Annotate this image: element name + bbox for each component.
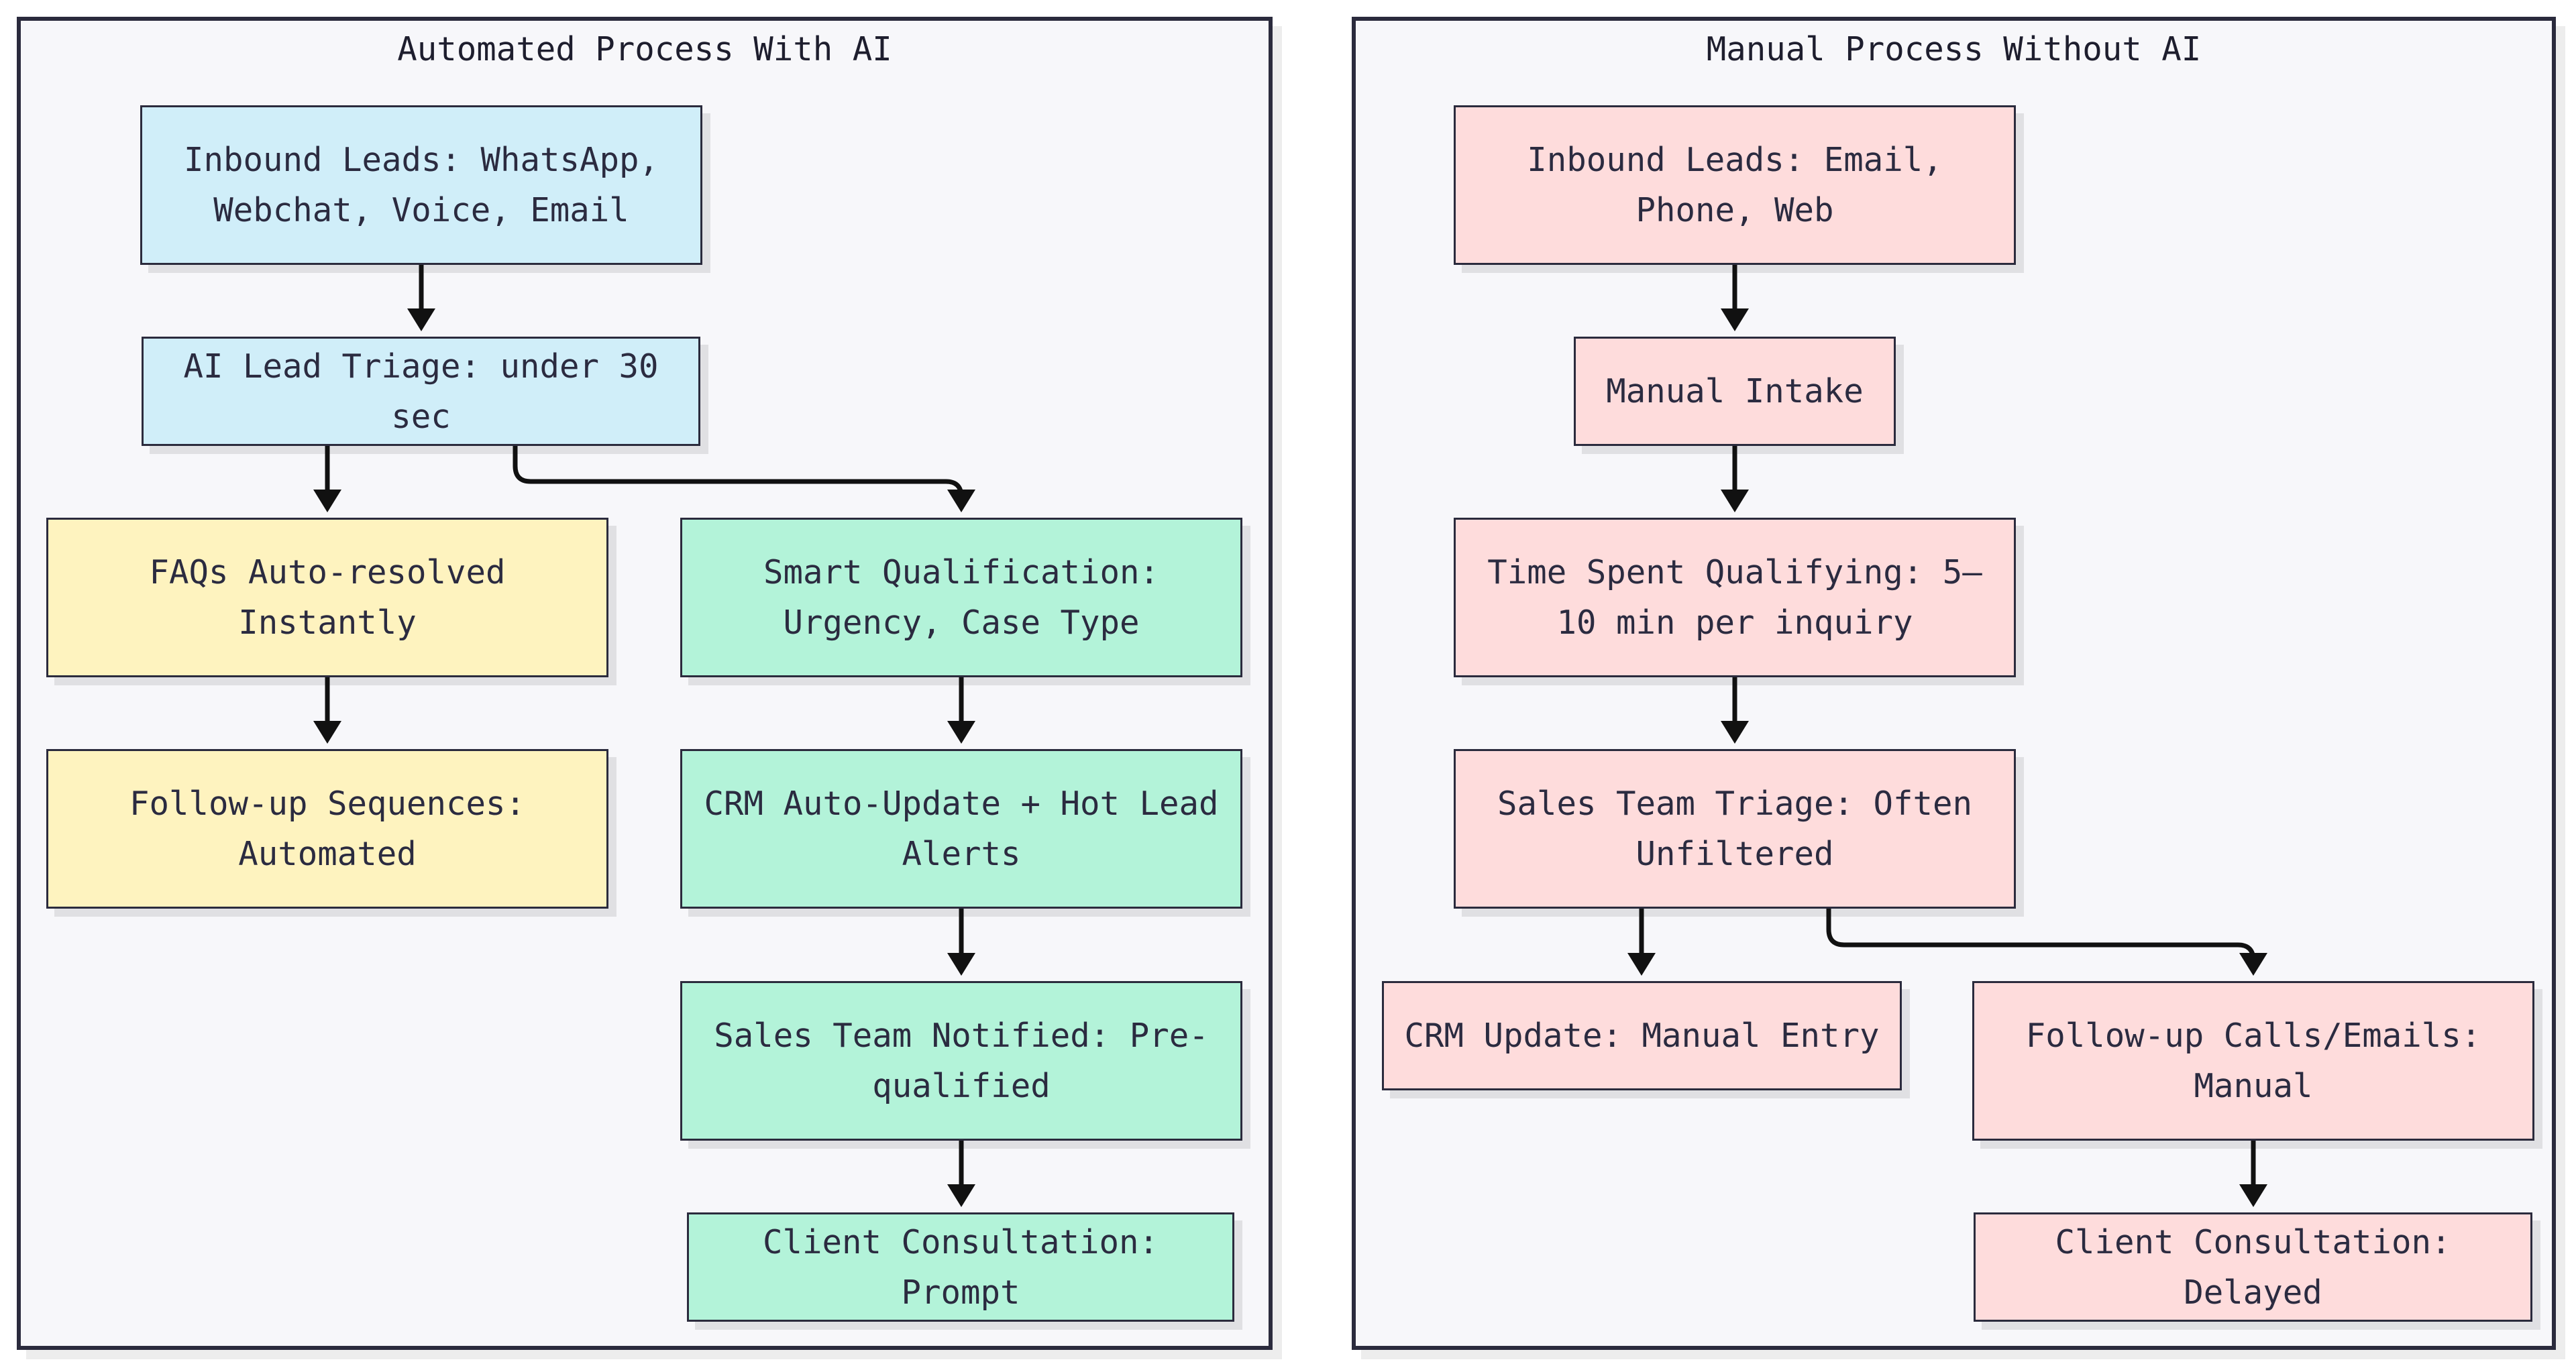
- node-manual-follow-up-calls: Follow-up Calls/Emails: Manual: [1972, 981, 2534, 1141]
- arrow-ai-triage-to-faqs: [313, 446, 341, 512]
- node-ai-inbound-leads: Inbound Leads: WhatsApp, Webchat, Voice,…: [140, 105, 702, 265]
- arrow-ai-sales-to-consultation: [947, 1141, 975, 1207]
- node-ai-follow-up-sequences: Follow-up Sequences: Automated: [46, 749, 608, 909]
- node-ai-faqs-auto-resolved: FAQs Auto-resolved Instantly: [46, 518, 608, 677]
- panel-title-manual: Manual Process Without AI: [1706, 30, 2202, 68]
- arrow-manual-followup-to-consultation: [2239, 1141, 2267, 1207]
- node-manual-crm-update: CRM Update: Manual Entry: [1382, 981, 1902, 1090]
- arrow-manual-intake-to-time: [1721, 446, 1749, 512]
- node-manual-intake: Manual Intake: [1574, 337, 1896, 446]
- node-ai-smart-qualification: Smart Qualification: Urgency, Case Type: [680, 518, 1242, 677]
- node-manual-client-consultation: Client Consultation: Delayed: [1974, 1212, 2532, 1322]
- arrow-manual-inbound-to-intake: [1721, 265, 1749, 331]
- arrow-ai-crm-to-sales: [947, 909, 975, 976]
- arrow-ai-triage-to-smart: [513, 446, 975, 512]
- arrow-manual-sales-to-crm: [1627, 909, 1656, 976]
- node-ai-crm-auto-update: CRM Auto-Update + Hot Lead Alerts: [680, 749, 1242, 909]
- arrow-ai-inbound-to-triage: [407, 265, 435, 331]
- arrow-manual-time-to-sales: [1721, 677, 1749, 744]
- node-ai-lead-triage: AI Lead Triage: under 30 sec: [142, 337, 700, 446]
- arrow-ai-faqs-to-followup: [313, 677, 341, 744]
- node-ai-client-consultation: Client Consultation: Prompt: [687, 1212, 1234, 1322]
- arrow-ai-smart-to-crm: [947, 677, 975, 744]
- node-manual-inbound-leads: Inbound Leads: Email, Phone, Web: [1454, 105, 2016, 265]
- node-manual-time-spent-qualifying: Time Spent Qualifying: 5–10 min per inqu…: [1454, 518, 2016, 677]
- panel-title-automated: Automated Process With AI: [397, 30, 892, 68]
- node-manual-sales-team-triage: Sales Team Triage: Often Unfiltered: [1454, 749, 2016, 909]
- node-ai-sales-team-notified: Sales Team Notified: Pre-qualified: [680, 981, 1242, 1141]
- arrow-manual-sales-to-followup: [1826, 909, 2267, 976]
